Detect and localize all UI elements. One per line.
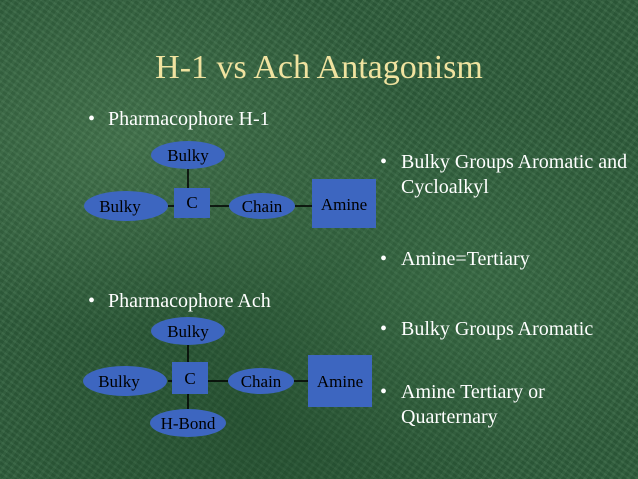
note-ach-amine: • Amine Tertiary or Quarternary — [380, 380, 630, 432]
node-c-label: C — [184, 369, 195, 388]
heading-h1: • Pharmacophore H-1 — [88, 107, 270, 131]
note-text: Amine Tertiary or Quarternary — [401, 381, 545, 428]
heading-ach: • Pharmacophore Ach — [88, 289, 271, 313]
node-bulky-top-label: Bulky — [167, 322, 209, 341]
node-hbond — [150, 409, 226, 437]
note-text: Bulky Groups Aromatic — [401, 318, 594, 340]
bullet-icon: • — [380, 381, 388, 403]
heading-ach-text: Pharmacophore Ach — [108, 290, 271, 312]
node-amine-label: Amine — [317, 372, 363, 391]
node-hbond-label: H-Bond — [161, 414, 216, 433]
note-ach-bulky: • Bulky Groups Aromatic — [380, 317, 630, 369]
slide-title: H-1 vs Ach Antagonism — [155, 49, 483, 86]
heading-h1-text: Pharmacophore H-1 — [108, 108, 270, 130]
node-chain — [228, 368, 294, 394]
node-chain-label: Chain — [242, 197, 283, 216]
bullet-icon: • — [88, 108, 96, 130]
node-bulky-top-label: Bulky — [167, 146, 209, 165]
bullet-icon: • — [380, 151, 388, 173]
node-c — [172, 362, 208, 394]
note-h1-amine: • Amine=Tertiary — [380, 247, 630, 273]
note-h1-bulky: • Bulky Groups Aromatic and Cycloalkyl — [380, 150, 630, 228]
bullet-icon: • — [380, 248, 388, 270]
node-amine — [312, 179, 376, 228]
node-bulky-left-label: Bulky — [98, 372, 140, 391]
note-text: Amine=Tertiary — [401, 248, 530, 270]
node-amine-label: Amine — [321, 195, 367, 214]
node-amine — [308, 355, 372, 407]
node-c — [174, 188, 210, 218]
node-bulky-left — [83, 366, 167, 396]
node-chain — [229, 193, 295, 219]
bullet-icon: • — [88, 290, 96, 312]
node-bulky-top — [151, 141, 225, 169]
node-bulky-top — [151, 317, 225, 345]
diagram-ach: Bulky Bulky C Chain Amine H-Bond — [83, 317, 372, 437]
bullet-icon: • — [380, 318, 388, 340]
node-bulky-left — [84, 191, 168, 221]
node-bulky-left-label: Bulky — [99, 197, 141, 216]
node-chain-label: Chain — [241, 372, 282, 391]
node-c-label: C — [186, 193, 197, 212]
diagram-h1: Bulky Bulky C Chain Amine — [84, 141, 376, 228]
note-text: Bulky Groups Aromatic and Cycloalkyl — [401, 151, 628, 198]
